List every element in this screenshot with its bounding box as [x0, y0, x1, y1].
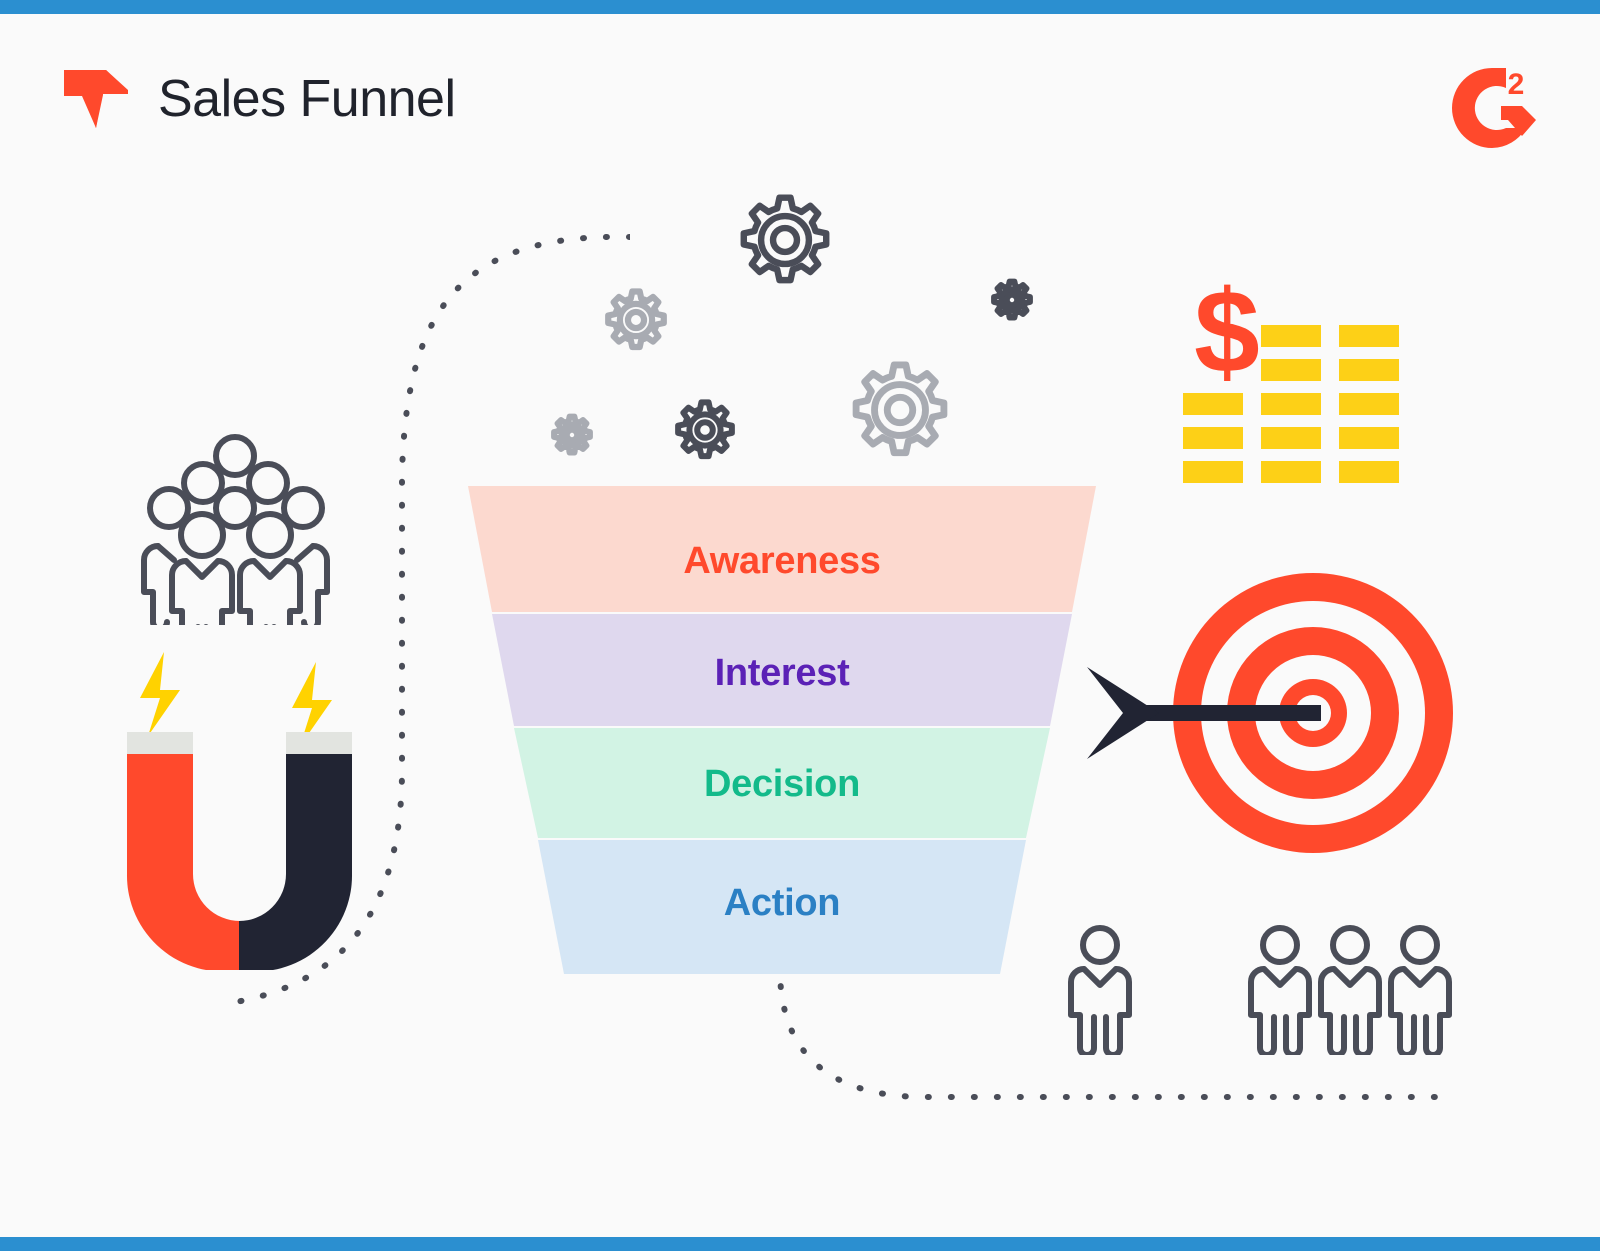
gear-small-dark: [994, 282, 1030, 318]
person-2: [1318, 925, 1382, 1055]
person-3: [1388, 925, 1452, 1055]
gear-medium-dark: [678, 402, 732, 456]
funnel-shapes: [468, 486, 1096, 974]
bottom-accent-rule: [0, 1237, 1600, 1251]
gear-large-light: [856, 365, 944, 453]
gear-small-light: [554, 417, 590, 453]
sales-funnel-chart: Awareness Interest Decision Action: [452, 486, 1112, 986]
three-people-icon: [1248, 925, 1452, 1055]
g2-logo: 2: [1452, 68, 1536, 148]
horseshoe-magnet-icon: [126, 652, 353, 970]
svg-text:2: 2: [1508, 68, 1525, 101]
magnet-pole-right: [239, 754, 353, 970]
arrow-icon: [1087, 667, 1321, 759]
page-title: Sales Funnel: [158, 70, 456, 128]
g2-chevron-mark-icon: [64, 70, 128, 128]
target-bullseye-with-arrow-icon: [1087, 573, 1453, 853]
gear-large-dark: [744, 198, 826, 280]
single-person-icon: [1068, 925, 1132, 1055]
funnel-band-decision: [514, 728, 1050, 838]
funnel-band-awareness: [468, 486, 1096, 612]
gears-cluster-icon: [500, 160, 1060, 490]
magnet-tip-right: [286, 732, 352, 754]
magnet-tip-left: [127, 732, 193, 754]
dotted-connector-path-left: [227, 233, 630, 1006]
person-1: [1248, 925, 1312, 1055]
header: Sales Funnel: [62, 68, 456, 130]
funnel-band-action: [538, 840, 1026, 974]
top-accent-rule: [0, 0, 1600, 14]
money-stacks-icon: $: [1183, 275, 1399, 483]
gear-medium-light: [608, 291, 664, 347]
funnel-band-interest: [492, 614, 1072, 726]
spark-right-icon: [292, 662, 332, 746]
spark-left-icon: [140, 652, 180, 736]
crowd-of-people-icon: [141, 434, 330, 625]
magnet-pole-left: [126, 754, 240, 970]
dollar-sign-icon: $: [1194, 275, 1260, 398]
